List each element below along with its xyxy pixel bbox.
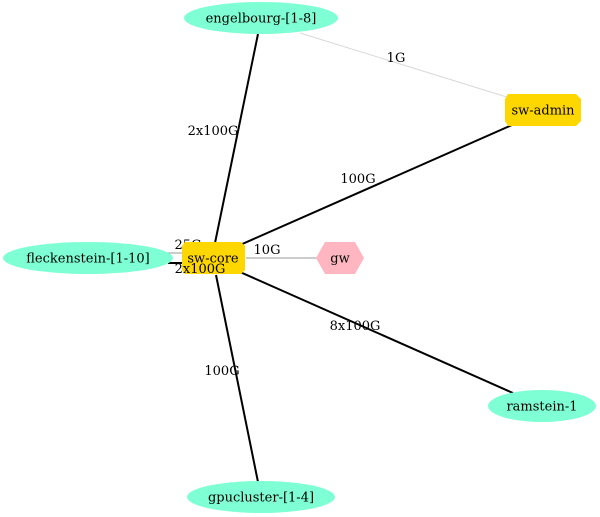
edge-label-engelbourg-sw-core: 2x100G	[188, 124, 239, 139]
node-gw-label: gw	[330, 252, 349, 267]
edge-label-sw-admin-sw-core: 100G	[340, 172, 375, 187]
edge-label-sw-core-gw: 10G	[254, 243, 281, 258]
node-sw-admin-shape	[505, 94, 581, 126]
node-engelbourg-label: engelbourg-[1-8]	[206, 12, 317, 27]
node-gw-shape	[316, 242, 364, 274]
node-gpucluster-label: gpucluster-[1-4]	[208, 491, 314, 506]
node-gw[interactable]: gw	[316, 242, 364, 274]
node-sw-core-shape	[182, 242, 245, 274]
edge-sw-core-ramstein	[239, 271, 514, 394]
node-engelbourg[interactable]: engelbourg-[1-8]	[184, 2, 338, 34]
node-ramstein[interactable]: ramstein-1	[488, 390, 596, 422]
edge-label-sw-core-gpucluster: 100G	[204, 364, 239, 379]
node-sw-core-label: sw-core	[187, 252, 239, 267]
node-fleckenstein-label: fleckenstein-[1-10]	[26, 252, 149, 267]
edge-engelbourg-sw-core	[214, 33, 259, 244]
edge-sw-admin-sw-core	[239, 124, 513, 246]
node-fleckenstein[interactable]: fleckenstein-[1-10]	[3, 242, 173, 274]
edge-label-fleckenstein-sw-core-b: 2x100G	[175, 262, 226, 277]
node-engelbourg-shape	[184, 2, 338, 34]
node-ramstein-shape	[488, 390, 596, 422]
edge-engelbourg-sw-admin	[299, 32, 511, 99]
node-ramstein-label: ramstein-1	[506, 400, 577, 415]
edge-label-engelbourg-sw-admin: 1G	[387, 51, 406, 66]
node-fleckenstein-shape	[3, 242, 173, 274]
edge-sw-core-gpucluster	[215, 274, 259, 483]
node-sw-admin-label: sw-admin	[511, 104, 575, 119]
edge-label-sw-core-ramstein: 8x100G	[330, 319, 381, 334]
node-sw-admin[interactable]: sw-admin	[505, 94, 581, 126]
node-gpucluster-shape	[187, 481, 335, 513]
node-gpucluster[interactable]: gpucluster-[1-4]	[187, 481, 335, 513]
node-sw-core[interactable]: sw-core	[182, 242, 245, 274]
